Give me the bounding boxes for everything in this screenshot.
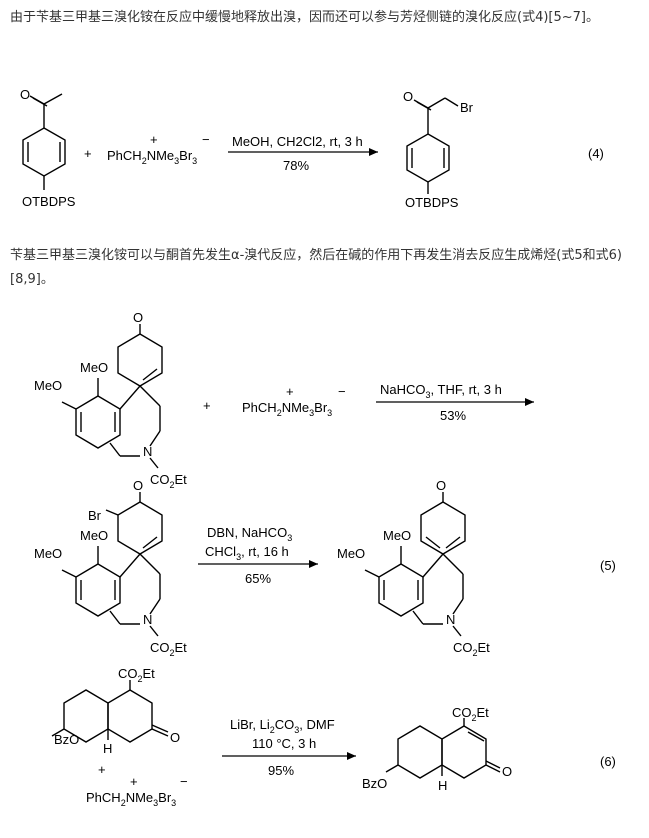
eq5-conditions-2-line1: DBN, NaHCO3: [207, 525, 292, 543]
product-methoxy-1: MeO: [383, 528, 411, 543]
eq6-conditions-mid: 110 °C, 3 h: [252, 736, 316, 751]
plus-sign-eq5: +: [203, 398, 211, 413]
intermediate-methoxy-2: MeO: [34, 546, 62, 561]
methoxy-label-1: MeO: [80, 360, 108, 375]
otbdps-label-left: OTBDPS: [22, 194, 76, 209]
eq6-yield: 95%: [268, 763, 294, 778]
ester-label-decalone: CO2Et: [118, 666, 155, 684]
equation-6-scheme: CO2Et BzO H O + PhCH2NMe3Br3 + − LiBr, L…: [51, 666, 616, 808]
equation-5-scheme: O MeO MeO N CO2Et + PhCH2NMe3Br3 + − NaH…: [34, 310, 616, 656]
reagent-formula-eq6: PhCH2NMe3Br3: [86, 790, 176, 808]
ester-label-intermediate: CO2Et: [150, 640, 187, 656]
benzoyloxy-label-start: BzO: [54, 732, 79, 747]
product-dienone-oxygen: O: [436, 478, 446, 493]
reagent-minus-charge-eq6: −: [180, 774, 188, 789]
reagent-plus-charge-eq4: +: [150, 132, 158, 147]
bromine-label: Br: [460, 100, 474, 115]
decalone-structure: [51, 680, 169, 743]
intermediate-oxygen: O: [133, 478, 143, 493]
enone-product-structure: [385, 718, 501, 779]
starting-ketone-structure: [22, 93, 66, 190]
benzoyloxy-label-product: BzO: [362, 776, 387, 791]
bromo-ketone-structure: [406, 97, 459, 194]
bromo-intermediate-structure: [61, 492, 163, 637]
hydrogen-label-start: H: [103, 741, 112, 756]
reagent-minus-charge-eq5: −: [338, 384, 346, 399]
decalone-oxygen: O: [170, 730, 180, 745]
product-nitrogen: N: [446, 612, 455, 627]
eq5-conditions-1-top: NaHCO3, THF, rt, 3 h: [380, 382, 502, 400]
equation-number-6: (6): [600, 754, 616, 769]
dienone-product-structure: [364, 492, 466, 637]
spiro-ketone-structure: [61, 324, 163, 469]
hydrogen-label-product: H: [438, 778, 447, 793]
reagent-plus-charge-eq6: +: [130, 774, 138, 789]
equation-number-4: (4): [588, 146, 604, 161]
eq6-conditions-top: LiBr, Li2CO3, DMF: [230, 717, 335, 735]
enone-oxygen: O: [502, 764, 512, 779]
paragraph-2: 苄基三甲基三溴化铵可以与酮首先发生α-溴代反应，然后在碱的作用下再发生消去反应生…: [10, 248, 622, 287]
eq5-conditions-2-line2: CHCl3, rt, 16 h: [205, 544, 289, 562]
product-oxygen-label: O: [403, 89, 413, 104]
eq5-yield-2: 65%: [245, 571, 271, 586]
reagent-formula-eq4: PhCH2NMe3Br3: [107, 148, 197, 166]
intermediate-bromine: Br: [88, 508, 102, 523]
eq4-yield: 78%: [283, 158, 309, 173]
methoxy-label-2: MeO: [34, 378, 62, 393]
plus-sign-eq4: +: [84, 146, 92, 161]
intermediate-nitrogen: N: [143, 612, 152, 627]
azepine-nitrogen: N: [143, 444, 152, 459]
spiro-ketone-oxygen: O: [133, 310, 143, 325]
ester-label-enone: CO2Et: [452, 705, 489, 723]
paragraph-1: 由于苄基三甲基三溴化铵在反应中缓慢地释放出溴，因而还可以参与芳烃侧链的溴化反应(…: [10, 10, 599, 25]
reagent-plus-charge-eq5: +: [286, 384, 294, 399]
ketone-oxygen-label: O: [20, 87, 30, 102]
product-methoxy-2: MeO: [337, 546, 365, 561]
ester-label-product: CO2Et: [453, 640, 490, 656]
plus-sign-eq6: +: [98, 762, 106, 777]
reagent-formula-eq5: PhCH2NMe3Br3: [242, 400, 332, 418]
equation-4-scheme: O OTBDPS + PhCH2NMe3Br3 + − MeOH, CH2Cl2…: [20, 87, 604, 210]
reagent-minus-charge-eq4: −: [202, 132, 210, 147]
eq5-yield-1: 53%: [440, 408, 466, 423]
otbdps-label-right: OTBDPS: [405, 195, 459, 210]
eq4-conditions-top: MeOH, CH2Cl2, rt, 3 h: [232, 134, 363, 149]
equation-number-5: (5): [600, 558, 616, 573]
intermediate-methoxy-1: MeO: [80, 528, 108, 543]
ester-label-start: CO2Et: [150, 472, 187, 490]
